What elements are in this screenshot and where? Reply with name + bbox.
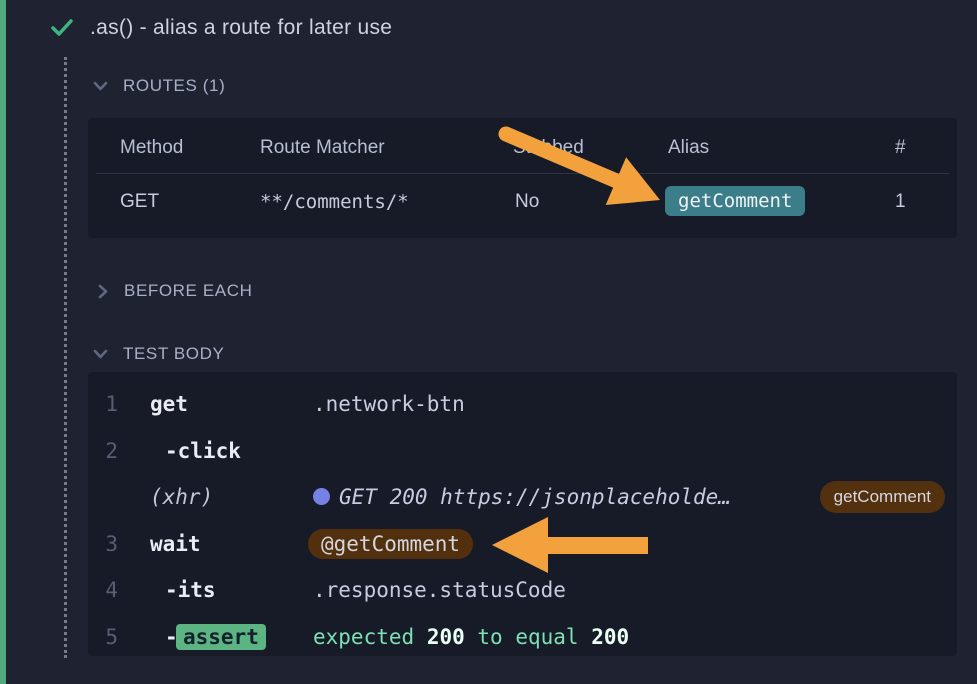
command-number: 3 <box>105 531 118 556</box>
routes-section-header[interactable]: ROUTES (1) <box>92 76 225 96</box>
command-name: -click <box>165 438 241 463</box>
route-stubbed: No <box>515 191 540 212</box>
test-title: .as() - alias a route for later use <box>90 16 393 39</box>
command-row-get[interactable]: 1 get .network-btn <box>88 380 957 427</box>
xhr-status-dot-icon <box>313 488 330 505</box>
command-row-click[interactable]: 2 -click <box>88 427 957 474</box>
col-header-method: Method <box>120 137 184 158</box>
command-name: - <box>165 624 178 649</box>
command-message: .network-btn <box>313 391 465 416</box>
event-name: (xhr) <box>150 484 214 509</box>
assert-text: expected <box>313 624 415 649</box>
chevron-right-icon <box>96 283 110 300</box>
route-matcher: **/comments/* <box>260 191 409 213</box>
command-list: 1 get .network-btn 2 -click (xhr) GET 20… <box>88 372 957 656</box>
col-header-count: # <box>895 137 906 158</box>
chevron-down-icon <box>92 347 109 361</box>
assert-expected-value: 200 <box>591 624 630 649</box>
command-message: .response.statusCode <box>313 577 566 602</box>
before-each-section-label: BEFORE EACH <box>124 281 253 300</box>
routes-table: Method Route Matcher Stubbed Alias # GET… <box>88 118 957 238</box>
command-row-assert[interactable]: 5 - assert expected 200 to equal 200 <box>88 613 957 660</box>
command-name: wait <box>150 531 201 556</box>
col-header-route-matcher: Route Matcher <box>260 137 385 158</box>
test-title-row[interactable]: .as() - alias a route for later use <box>50 12 392 44</box>
command-row-its[interactable]: 4 -its .response.statusCode <box>88 566 957 613</box>
route-method: GET <box>120 191 160 212</box>
routes-section-label: ROUTES (1) <box>123 76 226 95</box>
command-name: get <box>150 391 188 416</box>
xhr-alias-badge: getComment <box>819 480 945 513</box>
wait-alias-badge: @getComment <box>308 528 474 559</box>
command-name: -its <box>165 577 216 602</box>
route-count: 1 <box>895 191 906 212</box>
checkmark-icon <box>50 18 74 38</box>
command-row-xhr-event[interactable]: (xhr) GET 200 https://jsonplaceholde… ge… <box>88 473 957 520</box>
command-number: 2 <box>105 438 118 463</box>
test-body-section-label: TEST BODY <box>123 344 225 363</box>
col-header-stubbed: Stubbed <box>513 137 584 158</box>
assert-text: to equal <box>477 624 579 649</box>
assert-actual-value: 200 <box>426 624 465 649</box>
command-row-wait[interactable]: 3 wait @getComment <box>88 520 957 567</box>
route-alias-badge: getComment <box>665 186 806 216</box>
xhr-message: GET 200 https://jsonplaceholde… <box>313 485 731 509</box>
command-number: 4 <box>105 577 118 602</box>
test-body-section-header[interactable]: TEST BODY <box>92 344 224 364</box>
before-each-section-header[interactable]: BEFORE EACH <box>96 281 252 301</box>
test-pass-indicator-bar <box>0 0 6 684</box>
assert-badge: assert <box>176 623 266 650</box>
test-body-connector-line <box>64 57 67 658</box>
xhr-message-text: GET 200 https://jsonplaceholde… <box>339 484 731 509</box>
table-divider <box>96 173 949 174</box>
assert-message: expected 200 to equal 200 <box>313 625 629 649</box>
command-number: 1 <box>105 391 118 416</box>
command-number: 5 <box>105 624 118 649</box>
col-header-alias: Alias <box>668 137 710 158</box>
chevron-down-icon <box>92 79 109 93</box>
